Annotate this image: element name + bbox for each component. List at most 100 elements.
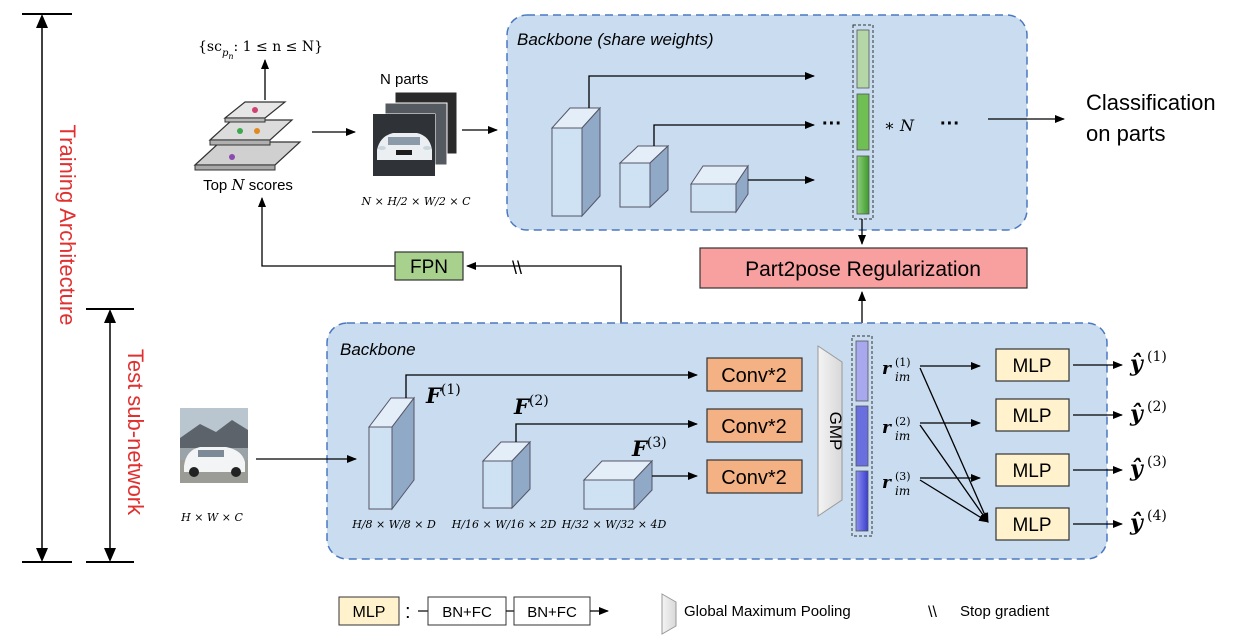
svg-text:BN+FC: BN+FC [527, 604, 577, 621]
legend-bnfc-2 [513, 596, 591, 626]
top-feature-cube-1 [550, 106, 602, 218]
conv-box-2: Conv*2 [706, 408, 803, 443]
fpn-box [394, 251, 464, 281]
svg-text:(3): (3) [1147, 454, 1167, 470]
input-car-image [180, 408, 248, 483]
svg-text:ŷ: ŷ [1129, 401, 1145, 427]
svg-text:(2): (2) [1147, 399, 1167, 415]
r1-to-mlp4-arrow [919, 367, 989, 523]
svg-text:MLP: MLP [1012, 356, 1051, 377]
gmp-block [817, 345, 843, 517]
fpn-to-scores-arrow [258, 197, 395, 267]
score-layers-stack [193, 101, 302, 171]
svg-text:BN+FC: BN+FC [442, 604, 492, 621]
part2pose-box [699, 247, 1028, 289]
legend-gmp-text: Global Maximum Pooling [684, 603, 851, 620]
svg-text:(2): (2) [895, 415, 911, 428]
shared-feature-bar-1 [856, 29, 870, 89]
output-y3: ŷ (3) [1129, 454, 1167, 482]
times-n-label: ∗ N [884, 116, 915, 135]
svg-text:Conv*2: Conv*2 [721, 365, 787, 387]
svg-text:MLP: MLP [1012, 406, 1051, 427]
gmp-label: GMP [826, 412, 845, 451]
conv-box-3: Conv*2 [706, 459, 803, 494]
legend-mlp-label: MLP [353, 604, 386, 621]
legend-gmp-shape [661, 593, 677, 635]
svg-text:ŷ: ŷ [1129, 456, 1145, 482]
feature-cube-f3 [582, 459, 654, 511]
shared-feature-bar-3 [856, 155, 870, 215]
output-y4: ŷ (4) [1129, 508, 1167, 536]
parts-dimension-label: N × H/2 × W/2 × C [361, 195, 472, 208]
global-feature-dashed-frame [851, 335, 873, 537]
f1-to-conv-arrow [405, 371, 698, 398]
shared-feature-dashed-frame [852, 24, 874, 220]
f1-label: F(1) [425, 382, 461, 408]
fpn-stop-gradient-mark: \\ [512, 258, 522, 278]
n-parts-label: N parts [380, 71, 428, 88]
legend-colon: : [405, 601, 411, 623]
f3-label: F(3) [631, 435, 667, 461]
top-feature-cube-2 [618, 144, 670, 209]
svg-text:im: im [895, 429, 910, 443]
legend-stop-mark: \\ [928, 604, 937, 621]
mlp-box-4: MLP [995, 507, 1070, 541]
svg-text:(4): (4) [1147, 508, 1167, 524]
global-feature-bar-2 [855, 405, 869, 467]
svg-text:MLP: MLP [1012, 461, 1051, 482]
legend: MLP : BN+FC BN+FC Global Maximum Pooling… [338, 593, 1050, 635]
r-im-1: r (1) im [882, 356, 911, 384]
svg-text:r: r [882, 473, 892, 493]
shared-feature-bar-2 [856, 93, 870, 151]
svg-text:(1): (1) [895, 356, 911, 369]
backbone-title: Backbone [340, 340, 416, 359]
output-y2: ŷ (2) [1129, 399, 1167, 427]
part-crops-stack [372, 91, 458, 177]
top-arrow-2 [653, 121, 815, 146]
f2-to-conv-arrow [515, 420, 698, 442]
r-im-3: r (3) im [882, 470, 911, 498]
classification-line-2: on parts [1086, 121, 1166, 146]
f3-dimension-label: H/32 × W/32 × 4D [561, 518, 667, 531]
feature-cube-f2 [481, 440, 532, 510]
svg-text:im: im [895, 370, 910, 384]
global-feature-bar-1 [855, 340, 869, 402]
classification-line-1: Classification [1086, 90, 1216, 115]
r2-to-mlp4-arrow [919, 424, 989, 523]
top-dots-1: ··· [822, 113, 842, 135]
top-feature-cube-3 [690, 164, 749, 214]
mlp-box-1: MLP [995, 348, 1070, 382]
top-arrow-1 [588, 72, 815, 108]
svg-text:r: r [882, 418, 892, 438]
input-dimension-label: H × W × C [180, 511, 243, 524]
test-sub-network-label: Test sub-network [123, 349, 148, 516]
global-feature-bar-3 [855, 470, 869, 532]
svg-text:(1): (1) [1147, 349, 1167, 365]
f2-dimension-label: H/16 × W/16 × 2D [451, 518, 557, 531]
shared-backbone-title: Backbone (share weights) [517, 30, 714, 49]
f1-dimension-label: H/8 × W/8 × D [351, 518, 436, 531]
mlp-box-2: MLP [995, 398, 1070, 432]
svg-text:Conv*2: Conv*2 [721, 467, 787, 489]
top-scores-label: Top N scores [203, 176, 293, 194]
fpn-label: FPN [410, 257, 448, 278]
test-bracket [86, 308, 134, 563]
car-part-crop [373, 114, 435, 176]
svg-text:Conv*2: Conv*2 [721, 416, 787, 438]
svg-text:im: im [895, 484, 910, 498]
score-set-label: {scpn: 1 ≤ n ≤ N} [198, 39, 323, 61]
svg-text:r: r [882, 359, 892, 379]
svg-text:MLP: MLP [1012, 515, 1051, 536]
svg-text:ŷ: ŷ [1129, 351, 1145, 377]
conv-box-1: Conv*2 [706, 357, 803, 392]
training-bracket [22, 13, 72, 563]
r-im-2: r (2) im [882, 415, 911, 443]
legend-mlp-box [338, 596, 400, 626]
feature-cube-f1 [367, 396, 416, 511]
legend-stop-text: Stop gradient [960, 603, 1050, 620]
f2-label: F(2) [513, 393, 549, 419]
r3-to-mlp4-arrow [919, 479, 989, 523]
output-y1: ŷ (1) [1129, 349, 1167, 377]
top-dots-2: ··· [940, 113, 960, 135]
